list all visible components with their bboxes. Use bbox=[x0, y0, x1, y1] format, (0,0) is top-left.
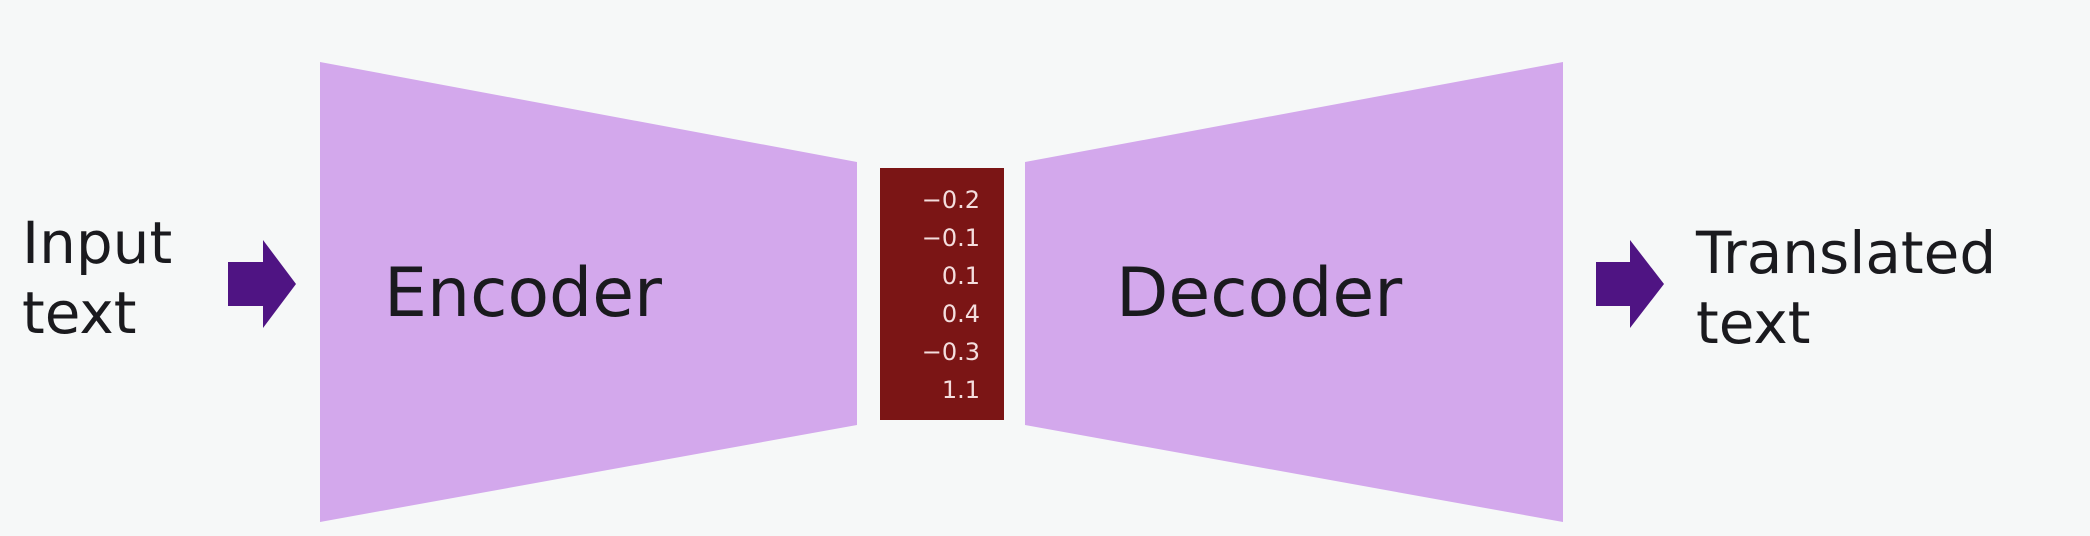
output-label-line2: text bbox=[1696, 289, 1811, 357]
input-arrow-icon bbox=[228, 240, 296, 328]
input-label-line1: Input bbox=[22, 209, 173, 277]
embedding-value: −0.2 bbox=[921, 186, 980, 214]
input-text-label: Input text bbox=[22, 208, 172, 348]
output-arrow-icon bbox=[1596, 240, 1664, 328]
encoder-label: Encoder bbox=[384, 254, 663, 333]
embedding-value: 1.1 bbox=[941, 376, 980, 404]
embedding-value: 0.1 bbox=[941, 262, 980, 290]
encoder-trapezoid bbox=[320, 62, 857, 522]
embedding-vector: −0.2 −0.1 0.1 0.4 −0.3 1.1 bbox=[880, 168, 1004, 420]
embedding-value: −0.3 bbox=[921, 338, 980, 366]
embedding-value: −0.1 bbox=[921, 224, 980, 252]
embedding-value: 0.4 bbox=[941, 300, 980, 328]
embedding-values: −0.2 −0.1 0.1 0.4 −0.3 1.1 bbox=[880, 181, 980, 409]
decoder-label: Decoder bbox=[1116, 254, 1403, 333]
translated-text-label: Translated text bbox=[1696, 218, 1996, 358]
input-label-line2: text bbox=[22, 279, 137, 347]
decoder-trapezoid bbox=[1025, 62, 1563, 522]
output-label-line1: Translated bbox=[1696, 219, 1997, 287]
